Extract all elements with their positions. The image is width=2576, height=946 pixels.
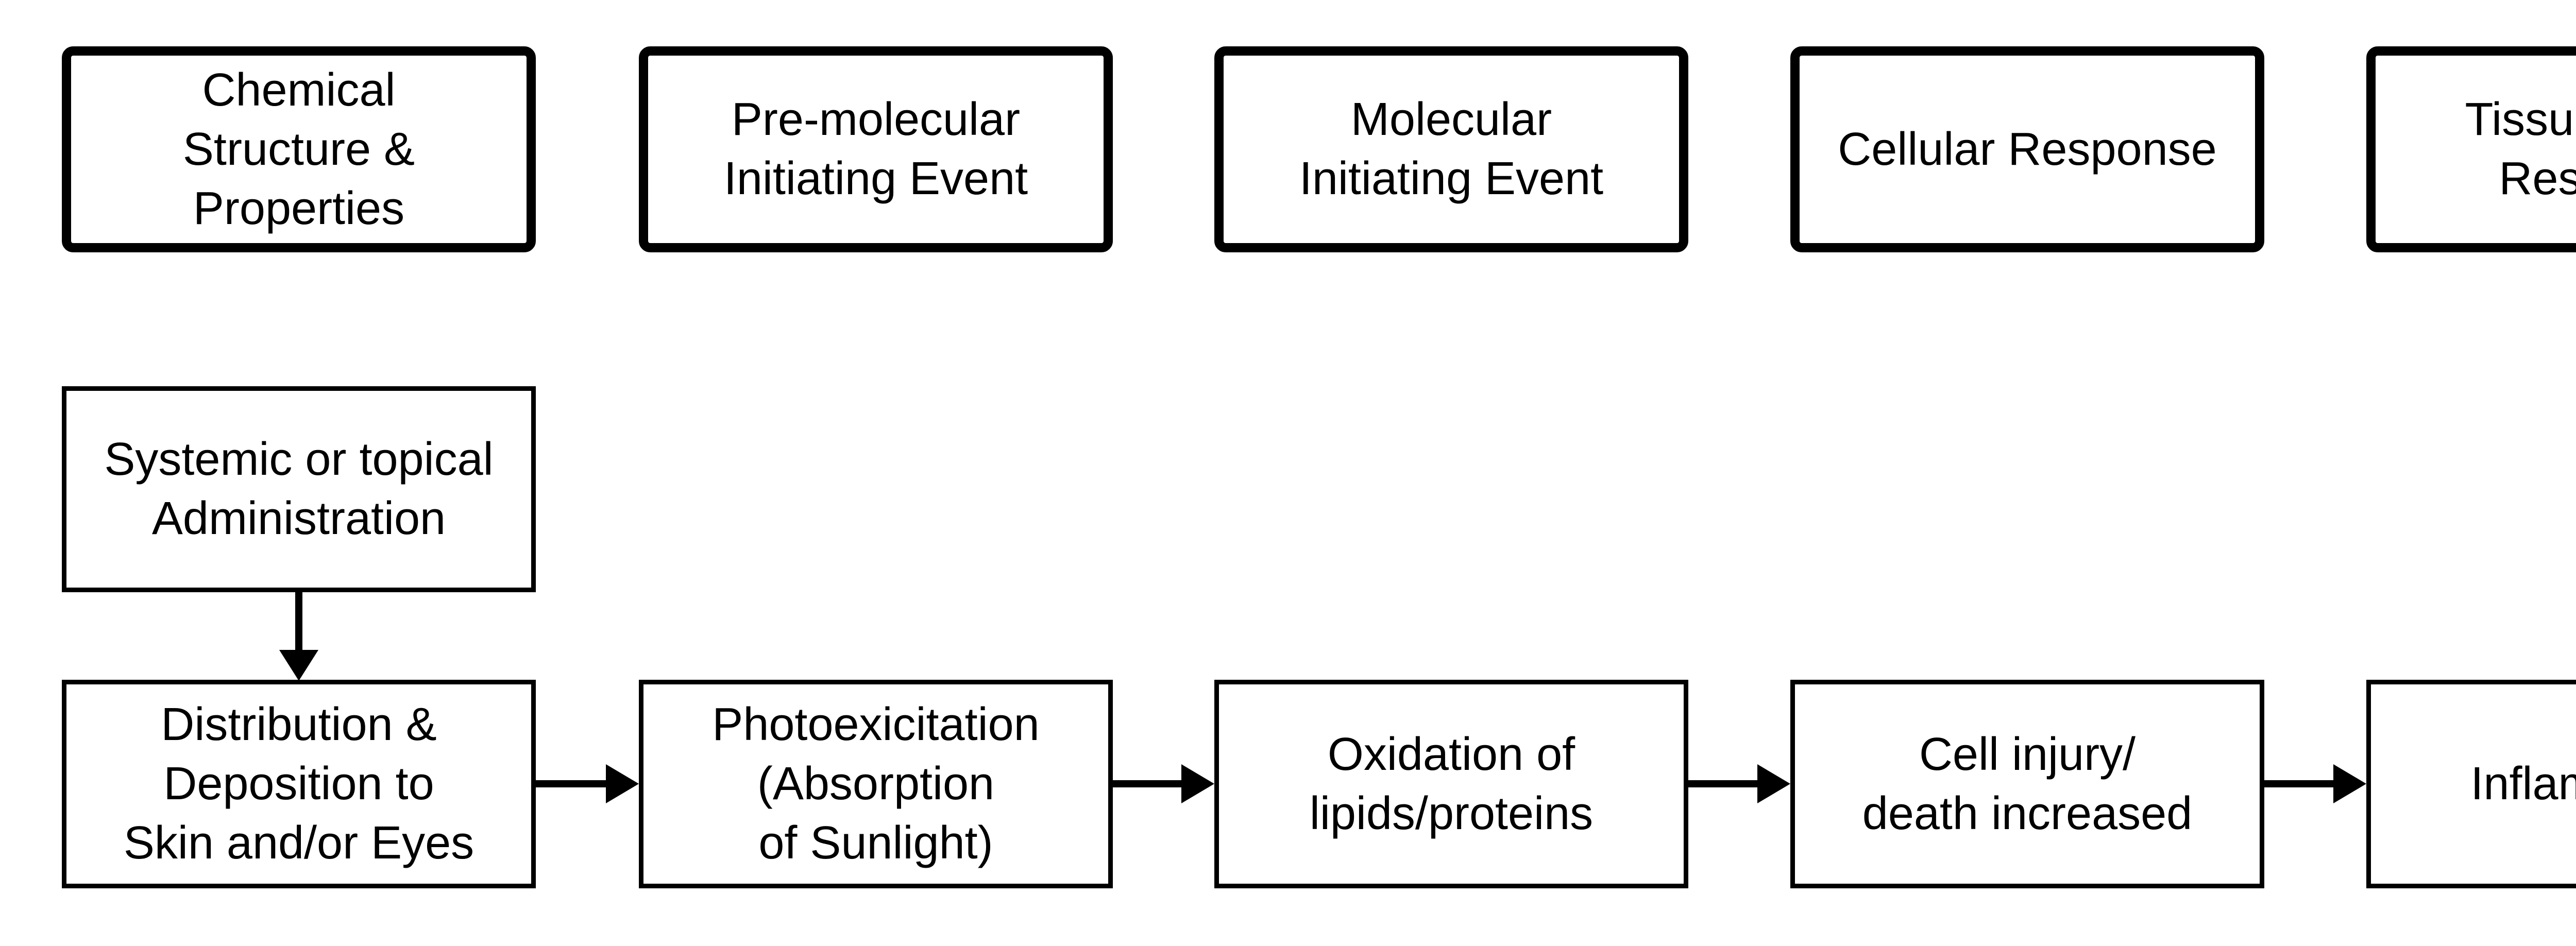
stage-box-pre-molecular-initiating-event: Pre-molecular Initiating Event <box>639 46 1113 252</box>
stage-box-chemical-structure-properties: Chemical Structure & Properties <box>62 46 536 252</box>
arrow-oxidation-to-cell-injury <box>1688 764 1790 803</box>
arrow-stem <box>1688 780 1759 787</box>
stage-box-cellular-response: Cellular Response <box>1790 46 2264 252</box>
arrow-right-head-icon <box>2333 764 2366 803</box>
box-oxidation-lipids-proteins: Oxidation of lipids/proteins <box>1214 680 1688 888</box>
box-inflammation: Inflammation <box>2366 680 2576 888</box>
box-label: Cellular Response <box>1838 123 2217 175</box>
box-label: Systemic or topical Administration <box>104 434 494 544</box>
arrow-distribution-to-photoexcitation <box>536 764 639 803</box>
arrow-administration-to-distribution <box>279 592 318 681</box>
stage-box-molecular-initiating-event: Molecular Initiating Event <box>1214 46 1688 252</box>
box-label: Chemical Structure & Properties <box>182 64 415 234</box>
box-label: Oxidation of lipids/proteins <box>1309 728 1594 839</box>
box-label: Cell injury/ death increased <box>1862 728 2193 839</box>
arrow-stem <box>536 780 608 787</box>
arrow-right-head-icon <box>1757 764 1790 803</box>
box-systemic-topical-administration: Systemic or topical Administration <box>62 386 536 592</box>
box-label: Photoexicitation (Absorption of Sunlight… <box>712 699 1040 869</box>
arrow-down-head-icon <box>279 650 318 681</box>
box-cell-injury-death-increased: Cell injury/ death increased <box>1790 680 2264 888</box>
stage-box-tissue-organ-response: Tissue/Organ Response <box>2366 46 2576 252</box>
box-label: Pre-molecular Initiating Event <box>723 94 1028 204</box>
box-label: Tissue/Organ Response <box>2465 94 2576 204</box>
arrow-photoexcitation-to-oxidation <box>1113 764 1214 803</box>
arrow-stem <box>2264 780 2335 787</box>
arrow-stem <box>295 592 302 652</box>
arrow-right-head-icon <box>1181 764 1214 803</box>
arrow-cell-injury-to-inflammation <box>2264 764 2366 803</box>
box-distribution-deposition-skin-eyes: Distribution & Deposition to Skin and/or… <box>62 680 536 888</box>
box-photoexcitation-absorption-sunlight: Photoexicitation (Absorption of Sunlight… <box>639 680 1113 888</box>
box-label: Distribution & Deposition to Skin and/or… <box>123 699 474 869</box>
arrow-right-head-icon <box>606 764 639 803</box>
arrow-stem <box>1113 780 1183 787</box>
box-label: Inflammation <box>2470 758 2576 810</box>
box-label: Molecular Initiating Event <box>1299 94 1604 204</box>
